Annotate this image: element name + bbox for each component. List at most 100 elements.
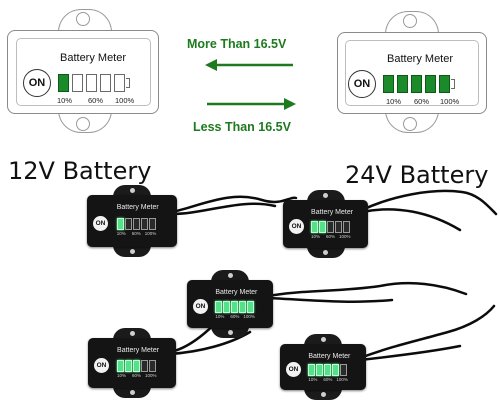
pct-label-100: 100%: [145, 373, 157, 378]
pct-label-60: 60%: [414, 97, 430, 106]
battery-segment: [100, 74, 111, 92]
pct-label-60: 60%: [131, 231, 141, 236]
pct-label-60: 60%: [323, 377, 333, 382]
battery-segment: [141, 360, 149, 372]
pct-label-10: 10%: [386, 97, 402, 106]
on-button: ON: [286, 362, 301, 377]
meter-title: Battery Meter: [117, 347, 160, 354]
label-24v-battery: 24V Battery: [345, 161, 489, 189]
on-button: ON: [93, 216, 108, 231]
pct-label-60: 60%: [132, 373, 142, 378]
battery-segment: [343, 221, 351, 233]
battery-segment: [308, 364, 316, 376]
pct-label-10: 10%: [117, 373, 127, 378]
pct-label-100: 100%: [440, 97, 460, 106]
pct-label-60: 60%: [326, 234, 336, 239]
pct-label-100: 100%: [336, 377, 348, 382]
battery-segment: [72, 74, 83, 92]
battery-segment: [215, 301, 223, 313]
pct-label-10: 10%: [308, 377, 318, 382]
mount-hole-bottom: [227, 330, 233, 335]
battery-tip: [126, 78, 130, 88]
battery-segment: [149, 360, 157, 372]
diagram-meter-right: Battery Meter ON 10% 60% 100%: [332, 0, 500, 145]
battery-segment: [397, 75, 408, 93]
battery-segment: [411, 75, 422, 93]
meter-title: Battery Meter: [60, 52, 127, 64]
mount-hole-top: [129, 331, 135, 336]
meter-title: Battery Meter: [215, 289, 258, 296]
mount-hole-bottom: [403, 117, 417, 131]
pct-label-100: 100%: [339, 234, 351, 239]
battery-segment: [340, 364, 348, 376]
meter-title: Battery Meter: [116, 204, 159, 211]
battery-segment: [383, 75, 394, 93]
pct-label-10: 10%: [116, 231, 126, 236]
mount-hole-bottom: [320, 392, 326, 397]
battery-segment: [319, 221, 327, 233]
pct-label-60: 60%: [230, 314, 240, 319]
battery-segment: [114, 74, 125, 92]
mount-hole-top: [323, 193, 328, 198]
mount-hole-bottom: [323, 250, 328, 255]
battery-segment: [332, 364, 340, 376]
diagram-meter-left: Battery Meter ON 10% 60% 100%: [0, 0, 170, 145]
mount-hole-top: [129, 188, 135, 193]
mount-hole-bottom: [129, 390, 135, 395]
battery-segment: [124, 218, 132, 230]
mount-hole-bottom: [129, 249, 135, 254]
battery-segment: [327, 221, 335, 233]
battery-segment: [335, 221, 343, 233]
pct-label-60: 60%: [88, 96, 104, 105]
battery-segment: [247, 301, 255, 313]
mount-hole-top: [76, 12, 90, 26]
arrow-top-label: More Than 16.5V: [187, 37, 287, 51]
battery-segment: [86, 74, 97, 92]
battery-tip: [451, 79, 455, 89]
mount-hole-top: [227, 273, 233, 278]
battery-segment: [140, 218, 148, 230]
battery-segment: [132, 218, 140, 230]
battery-segment: [239, 301, 247, 313]
on-button: ON: [289, 219, 304, 234]
battery-segment: [324, 364, 332, 376]
battery-segment: [116, 218, 124, 230]
pct-label-10: 10%: [311, 234, 321, 239]
on-button: ON: [94, 358, 109, 373]
battery-segment: [311, 221, 319, 233]
arrow-left-icon: [205, 59, 293, 71]
pct-label-10: 10%: [215, 314, 225, 319]
label-12v-battery: 12V Battery: [8, 157, 152, 185]
mount-hole-top: [403, 14, 417, 28]
pct-label-100: 100%: [243, 314, 255, 319]
pct-label-100: 100%: [115, 96, 135, 105]
battery-segment: [425, 75, 436, 93]
battery-segment: [133, 360, 141, 372]
meter-title: Battery Meter: [387, 53, 454, 65]
on-button: ON: [193, 299, 208, 314]
pct-label-10: 10%: [57, 96, 73, 105]
battery-segment: [231, 301, 239, 313]
arrow-bottom-label: Less Than 16.5V: [193, 120, 291, 134]
battery-segment: [58, 74, 69, 92]
battery-segment: [316, 364, 324, 376]
meter-title: Battery Meter: [311, 209, 354, 216]
battery-segment: [148, 218, 156, 230]
battery-segment: [125, 360, 133, 372]
on-button: ON: [348, 70, 376, 98]
battery-segment: [439, 75, 450, 93]
battery-segment: [223, 301, 231, 313]
mount-hole-bottom: [76, 117, 90, 131]
arrow-right-icon: [207, 98, 296, 110]
pct-label-100: 100%: [144, 231, 157, 236]
battery-segment: [117, 360, 125, 372]
meter-title: Battery Meter: [308, 353, 351, 360]
mount-hole-top: [320, 337, 326, 342]
on-button: ON: [23, 69, 51, 97]
